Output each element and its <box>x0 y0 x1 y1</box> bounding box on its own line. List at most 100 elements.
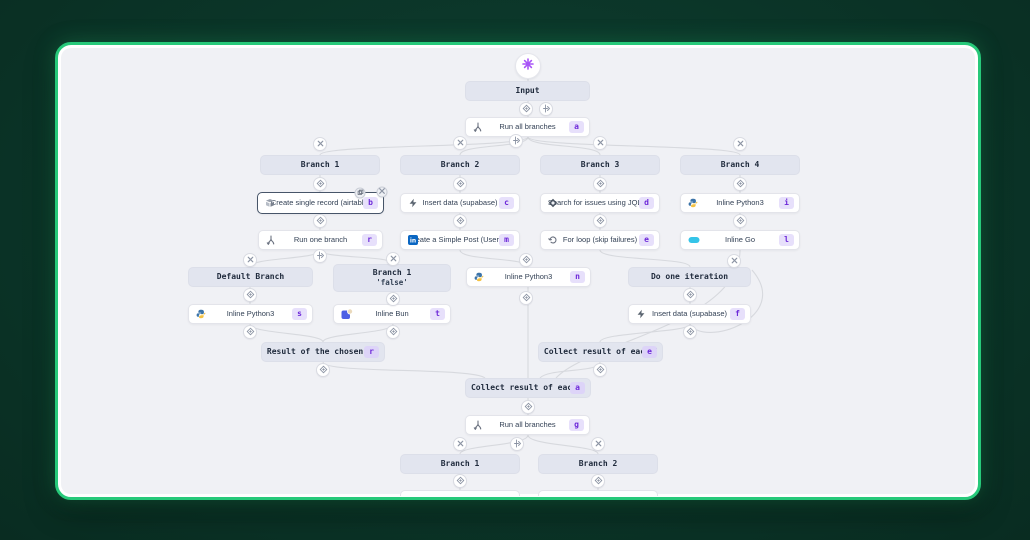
split-icon <box>512 136 521 147</box>
diamond-plus-icon <box>524 402 533 413</box>
node-label: Branch 3 <box>580 160 620 169</box>
add-step-button[interactable] <box>243 288 257 302</box>
svg-text:in: in <box>410 238 416 245</box>
node-label: Create single record (airtable) <box>270 198 371 207</box>
python-icon <box>474 272 484 282</box>
node-for_loop[interactable]: For loop (skip failures)e <box>540 230 660 250</box>
shortcut-badge: c <box>499 197 514 209</box>
add-step-button[interactable] <box>453 474 467 488</box>
add-step-button[interactable] <box>683 325 697 339</box>
node-branch4[interactable]: Branch 4 <box>680 155 800 175</box>
add-step-button[interactable] <box>386 292 400 306</box>
add-step-button[interactable] <box>243 325 257 339</box>
remove-node-button[interactable] <box>733 137 747 151</box>
loop-icon <box>548 235 558 245</box>
add-step-button[interactable] <box>591 474 605 488</box>
node-create_record[interactable]: Create single record (airtable)b <box>257 192 384 214</box>
remove-node-button[interactable] <box>591 437 605 451</box>
edge <box>322 361 486 379</box>
close-icon <box>731 257 738 266</box>
node-label: Collect result of each iterat <box>543 347 657 356</box>
node-insert_data[interactable]: Insert data (supabase)c <box>400 193 520 213</box>
node-insert_iter[interactable]: Insert data (supabase)f <box>628 304 751 324</box>
shortcut-badge: b <box>363 197 378 209</box>
add-step-button[interactable] <box>683 288 697 302</box>
add-step-button[interactable] <box>593 177 607 191</box>
node-partial[interactable] <box>400 490 520 496</box>
shortcut-badge: r <box>362 234 377 246</box>
node-label: Search for issues using JQL (... <box>547 198 653 207</box>
node-label: Branch 4 <box>720 160 760 169</box>
add-step-button[interactable] <box>519 102 533 116</box>
add-branch-button[interactable] <box>510 437 524 451</box>
add-step-button[interactable] <box>593 363 607 377</box>
add-step-button[interactable] <box>313 214 327 228</box>
edge <box>459 249 529 268</box>
node-label: Inline Bun <box>375 309 409 318</box>
node-delete-button[interactable] <box>376 186 388 198</box>
node-branch1[interactable]: Branch 1 <box>260 155 380 175</box>
add-step-button[interactable] <box>593 214 607 228</box>
add-step-button[interactable] <box>519 291 533 305</box>
add-step-button[interactable] <box>316 363 330 377</box>
node-branch2[interactable]: Branch 2 <box>400 155 520 175</box>
node-do_one_iter[interactable]: Do one iteration <box>628 267 751 287</box>
diamond-plus-icon <box>596 365 605 376</box>
add-branch-button[interactable] <box>509 134 523 148</box>
remove-node-button[interactable] <box>386 252 400 266</box>
remove-node-button[interactable] <box>727 254 741 268</box>
node-duplicate-button[interactable] <box>354 187 366 199</box>
remove-node-button[interactable] <box>453 136 467 150</box>
node-label: Branch 2 <box>440 160 480 169</box>
node-collect_branch[interactable]: Collect result of each brancha <box>465 378 591 398</box>
node-partial[interactable] <box>538 490 658 496</box>
node-label: Insert data (supabase) <box>651 309 728 318</box>
add-branch-button[interactable] <box>313 249 327 263</box>
edge <box>322 323 394 343</box>
node-branch1_false[interactable]: Branch 1'false' <box>333 264 451 292</box>
trigger-node[interactable] <box>515 53 541 79</box>
node-label: Inline Go <box>724 235 756 244</box>
node-label: Inline Python3 <box>226 309 275 318</box>
node-branch2_b[interactable]: Branch 2 <box>538 454 658 474</box>
node-input[interactable]: Input <box>465 81 590 101</box>
add-branch-button[interactable] <box>539 102 553 116</box>
go-icon <box>688 236 700 244</box>
close-icon <box>595 440 602 449</box>
remove-node-button[interactable] <box>593 136 607 150</box>
python-icon <box>196 309 206 319</box>
add-step-button[interactable] <box>733 177 747 191</box>
remove-node-button[interactable] <box>313 137 327 151</box>
add-step-button[interactable] <box>453 177 467 191</box>
node-search_jql[interactable]: Search for issues using JQL (...d <box>540 193 660 213</box>
jira-icon <box>548 198 558 208</box>
node-default_branch[interactable]: Default Branch <box>188 267 313 287</box>
remove-node-button[interactable] <box>453 437 467 451</box>
add-step-button[interactable] <box>313 177 327 191</box>
add-step-button[interactable] <box>733 214 747 228</box>
split-icon <box>513 439 522 450</box>
close-icon <box>457 440 464 449</box>
node-branch1_b[interactable]: Branch 1 <box>400 454 520 474</box>
node-branch3[interactable]: Branch 3 <box>540 155 660 175</box>
node-collect_iter[interactable]: Collect result of each iterate <box>538 342 663 362</box>
node-label: Branch 1 <box>372 269 412 278</box>
remove-node-button[interactable] <box>243 253 257 267</box>
node-label: For loop (skip failures) <box>562 235 638 244</box>
add-step-button[interactable] <box>386 325 400 339</box>
add-step-button[interactable] <box>519 253 533 267</box>
add-step-button[interactable] <box>521 400 535 414</box>
add-step-button[interactable] <box>453 214 467 228</box>
node-label: Inline Python3 <box>504 272 553 281</box>
